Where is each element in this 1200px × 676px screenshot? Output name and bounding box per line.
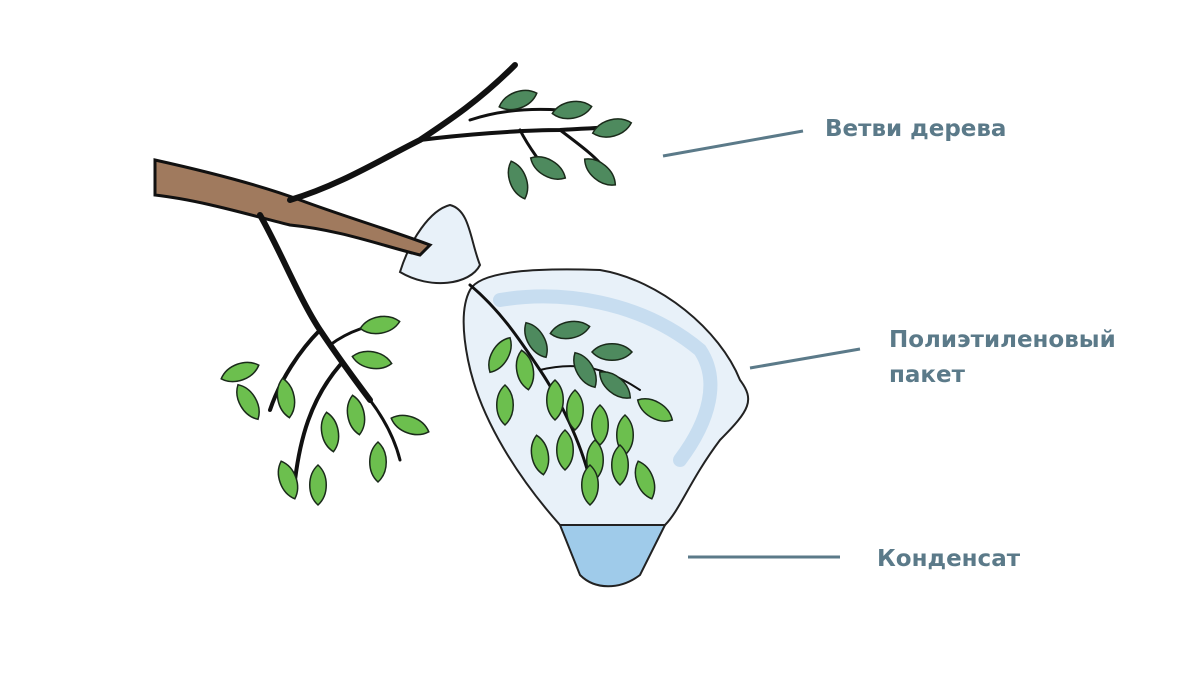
leaf [276,377,296,419]
leaf [309,463,327,507]
leaf [507,160,529,200]
label-bag-line2: пакет [889,362,965,388]
leaf [581,463,599,507]
leaf [634,460,656,500]
leaf [611,443,629,487]
label-condensate: Конденсат [877,546,1021,572]
leaf [590,343,634,361]
leaf [277,460,299,500]
leaf [346,394,366,436]
leaf [236,383,260,421]
label-bag-line1: Полиэтиленовый [889,327,1116,353]
leaf [351,350,393,370]
leader-line-branches [662,129,804,158]
branch [153,62,641,482]
leaf [573,351,597,389]
leader-line-bag [749,347,861,370]
leaf [496,383,514,427]
leaf [546,378,564,422]
leaf [220,361,260,383]
leaf [598,371,632,399]
leaf [369,440,387,484]
leaf [359,315,401,335]
leaf [549,320,591,340]
leader-lines [662,129,861,559]
leaf [515,349,535,391]
leaf [488,336,512,374]
leaf [583,158,617,186]
leaf [524,321,548,359]
leaf [591,118,633,138]
leaf [530,434,550,476]
leaf [529,156,567,180]
leaf [556,428,574,472]
leaf [498,89,538,111]
leaf [390,414,430,436]
leaf [320,411,340,453]
leaf [566,388,584,432]
bag-knot [398,203,482,285]
leaves [220,89,674,507]
leaf [551,100,593,120]
label-branches: Ветви дерева [825,116,1007,142]
condensate-water [558,524,667,588]
leaf [636,398,674,422]
